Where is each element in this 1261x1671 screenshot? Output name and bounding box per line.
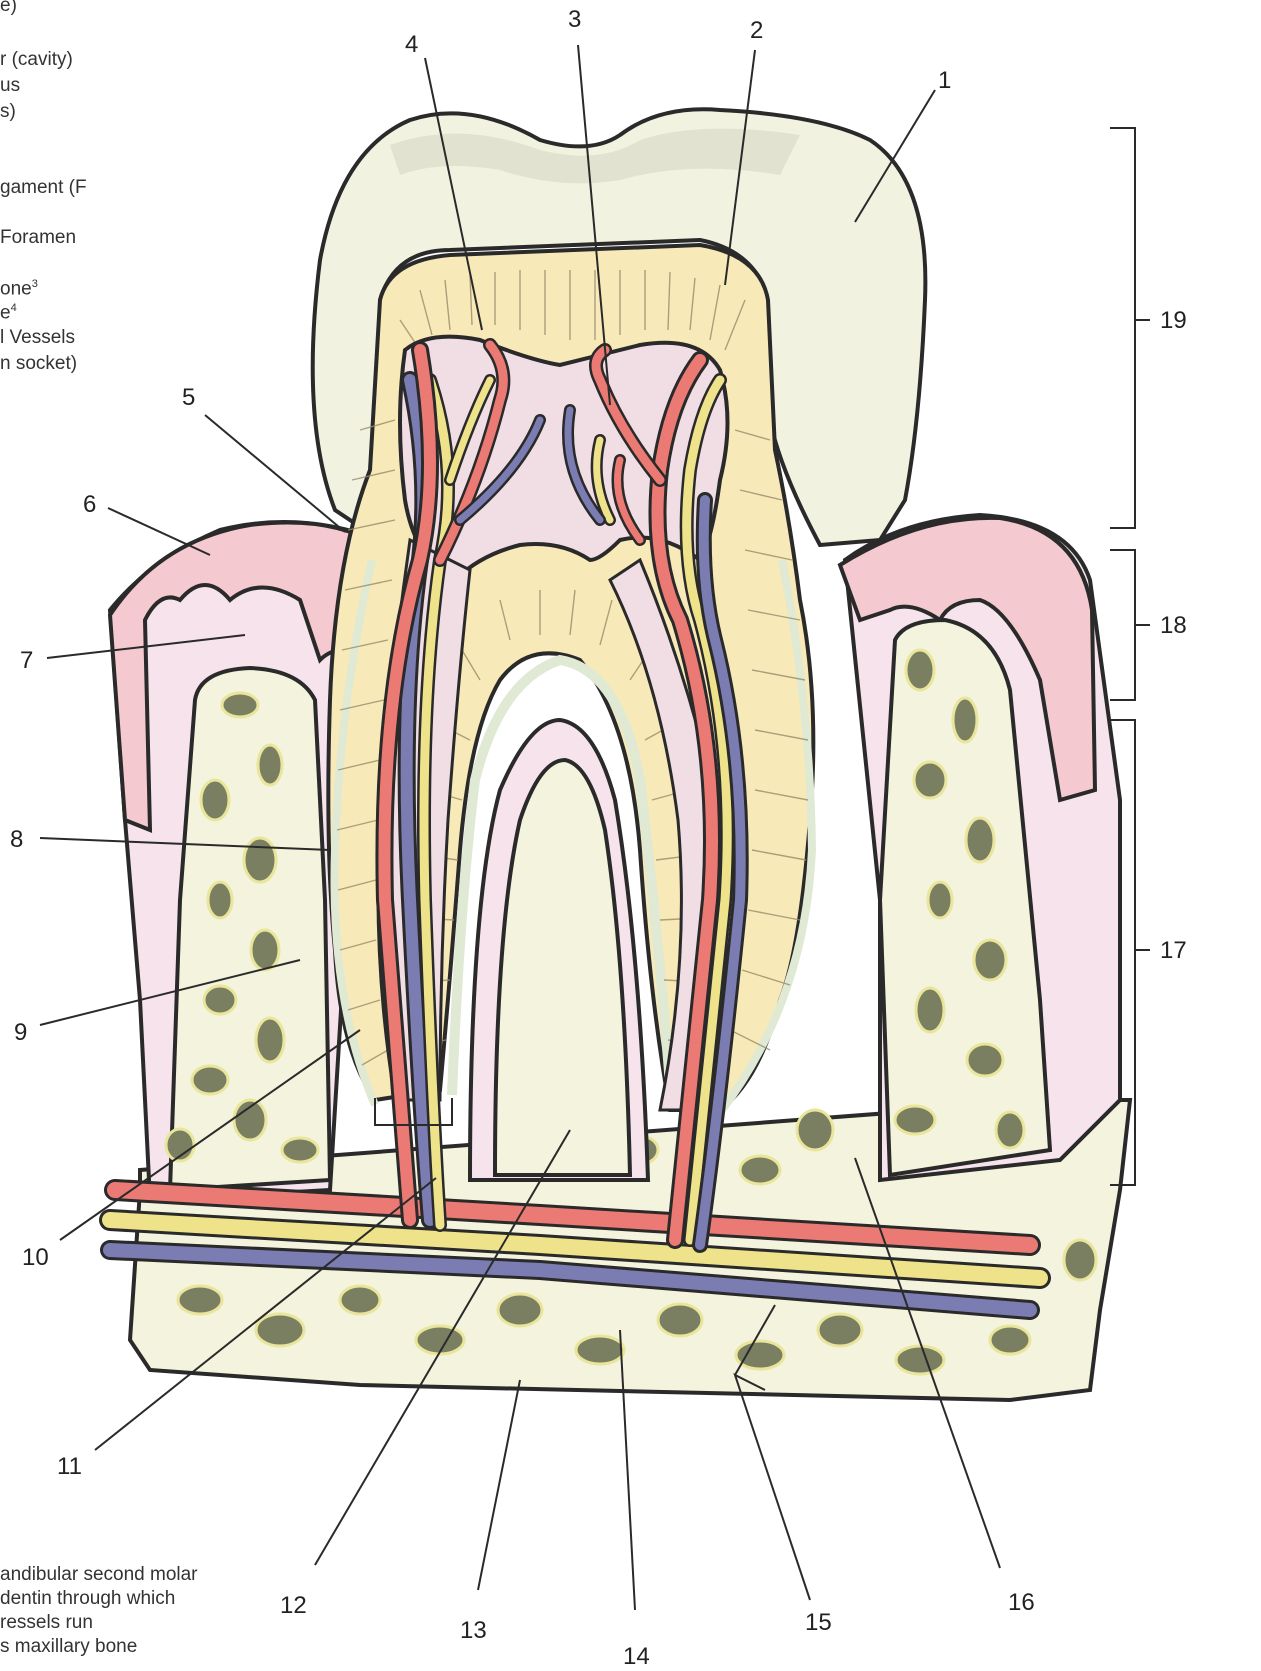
label-9: 9 bbox=[14, 1019, 27, 1046]
label-6: 6 bbox=[83, 491, 96, 518]
label-16: 16 bbox=[1008, 1589, 1035, 1616]
bracket-19 bbox=[1110, 128, 1150, 528]
label-7: 7 bbox=[20, 647, 33, 674]
label-19: 19 bbox=[1160, 307, 1187, 334]
label-14: 14 bbox=[623, 1643, 650, 1670]
label-4: 4 bbox=[405, 31, 418, 58]
label-5: 5 bbox=[182, 384, 195, 411]
label-12: 12 bbox=[280, 1592, 307, 1619]
label-18: 18 bbox=[1160, 612, 1187, 639]
label-3: 3 bbox=[568, 6, 581, 33]
label-15: 15 bbox=[805, 1609, 832, 1636]
label-10: 10 bbox=[22, 1244, 49, 1271]
label-11: 11 bbox=[57, 1453, 82, 1480]
bracket-18 bbox=[1110, 550, 1150, 700]
label-17: 17 bbox=[1160, 937, 1187, 964]
label-2: 2 bbox=[750, 17, 763, 44]
label-13: 13 bbox=[460, 1617, 487, 1644]
label-1: 1 bbox=[938, 67, 951, 94]
label-8: 8 bbox=[10, 826, 23, 853]
